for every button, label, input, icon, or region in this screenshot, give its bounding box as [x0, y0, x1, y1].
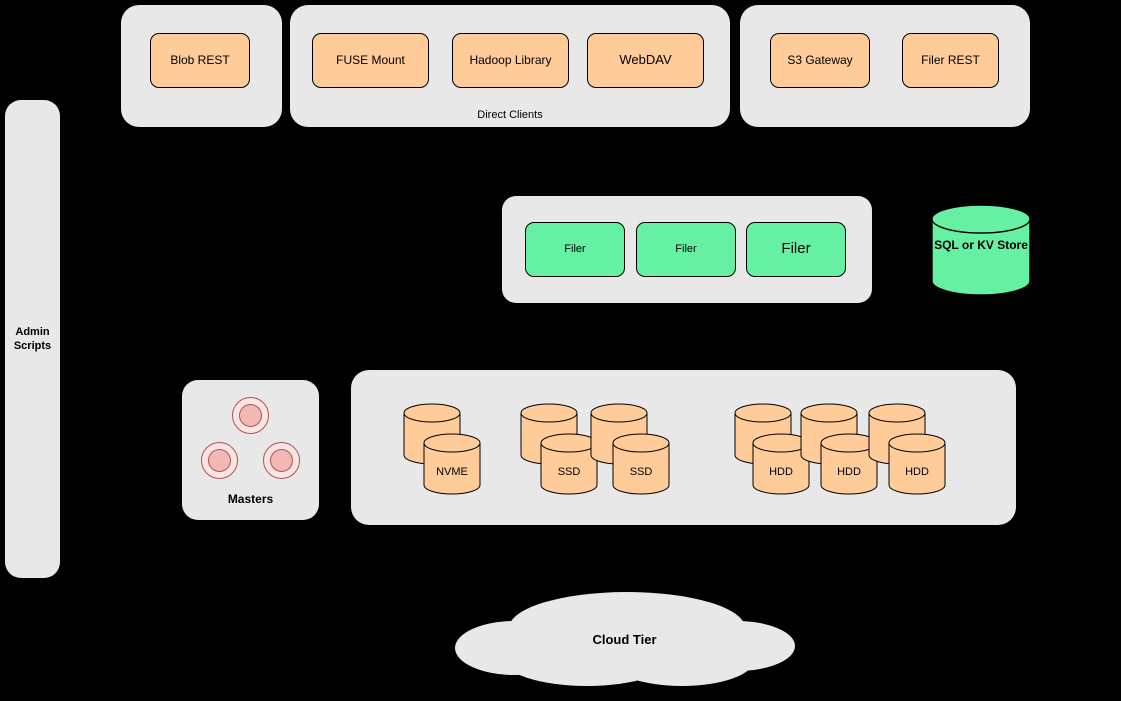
disk-cylinder-icon: SSD — [612, 433, 670, 495]
nvme-disk-cluster: NVME — [403, 403, 483, 497]
hdd-disk-cluster: HDD — [734, 403, 814, 497]
disk-label: SSD — [629, 466, 653, 478]
master-node-icon — [232, 397, 269, 434]
sql-kv-store-label: SQL or KV Store — [934, 238, 1028, 252]
cloud-icon — [455, 592, 795, 686]
node-filer-3: Filer — [746, 222, 846, 277]
hdd-disk-cluster: HDD — [800, 403, 880, 497]
node-s3-gateway: S3 Gateway — [770, 33, 870, 88]
master-node-core-icon — [239, 404, 262, 427]
sql-kv-store-cylinder: SQL or KV Store — [931, 204, 1031, 296]
node-filer-1: Filer — [525, 222, 625, 277]
node-blob-rest: Blob REST — [150, 33, 250, 88]
disk-cylinder-icon: SSD — [540, 433, 598, 495]
ssd-disk-cluster: SSD — [590, 403, 670, 497]
disk-label: HDD — [905, 466, 929, 478]
volume-servers-group: NVME SSD SSD — [351, 370, 1016, 525]
direct-clients-group: FUSE Mount Hadoop Library WebDAV Direct … — [290, 5, 730, 127]
masters-label: Masters — [227, 492, 274, 506]
filer-group: Filer Filer Filer — [502, 196, 872, 303]
disk-cylinder-icon: HDD — [752, 433, 810, 495]
master-node-icon — [201, 442, 238, 479]
disk-label: NVME — [436, 466, 468, 478]
direct-clients-caption: Direct Clients — [477, 109, 543, 121]
disk-label: HDD — [769, 466, 793, 478]
disk-label: SSD — [557, 466, 581, 478]
cloud-tier-label: Cloud Tier — [592, 632, 657, 647]
admin-scripts-bar: Admin Scripts — [5, 100, 60, 578]
database-cylinder-icon — [931, 204, 1031, 296]
cloud-tier: Cloud Tier — [437, 586, 812, 691]
node-webdav: WebDAV — [587, 33, 704, 88]
node-fuse-mount: FUSE Mount — [312, 33, 429, 88]
node-filer-2: Filer — [636, 222, 736, 277]
master-node-core-icon — [270, 449, 293, 472]
disk-label: HDD — [837, 466, 861, 478]
ssd-disk-cluster: SSD — [520, 403, 600, 497]
disk-cylinder-icon: NVME — [423, 433, 481, 495]
disk-cylinder-icon: HDD — [820, 433, 878, 495]
disk-cylinder-icon: HDD — [888, 433, 946, 495]
blob-client-group: Blob REST — [121, 5, 282, 127]
master-node-core-icon — [208, 449, 231, 472]
hdd-disk-cluster: HDD — [868, 403, 948, 497]
masters-group: Masters — [182, 380, 319, 520]
master-node-icon — [263, 442, 300, 479]
node-filer-rest: Filer REST — [902, 33, 999, 88]
node-hadoop-library: Hadoop Library — [452, 33, 569, 88]
gateway-group: S3 Gateway Filer REST — [740, 5, 1030, 127]
